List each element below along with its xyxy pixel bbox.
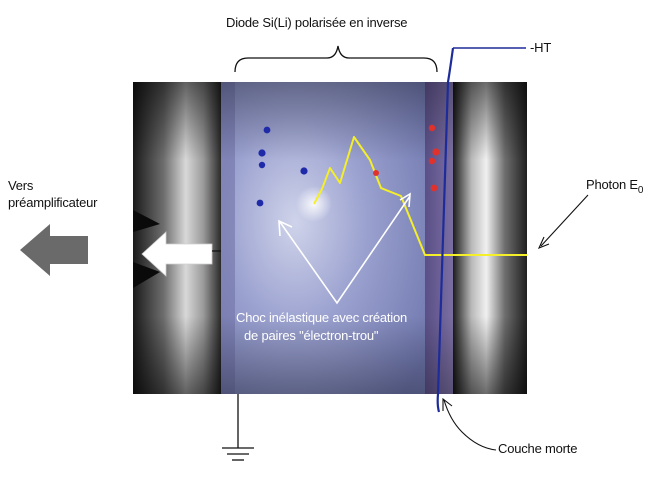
electron-dots [256, 126, 308, 207]
photon-label-text: Photon E [586, 177, 638, 192]
output-label-line1: Vers [8, 178, 34, 193]
output-label-line2: préamplificateur [8, 195, 98, 210]
diode-bracket [234, 45, 438, 73]
collision-label-line2: de paires "électron-trou" [244, 328, 379, 343]
collision-label-line1: Choc inélastique avec création [236, 310, 408, 325]
ground-symbol-icon [222, 447, 254, 461]
hole-dots [373, 124, 440, 192]
photon-label-subscript: 0 [637, 185, 644, 196]
left-notch-top [133, 210, 160, 232]
dead-layer-label: Couche morte [498, 441, 578, 456]
diode-title-label: Diode Si(Li) polarisée en inverse [226, 15, 408, 30]
dead-layer-pointer [443, 399, 497, 451]
left-notch-bottom [133, 262, 160, 288]
left-arrow-icon [20, 224, 88, 276]
photon-pointer [540, 194, 589, 247]
photon-track [313, 136, 527, 256]
photon-label: Photon E0 [586, 177, 643, 196]
high-voltage-label: -HT [530, 40, 552, 55]
high-voltage-wire [436, 47, 455, 413]
collision-arrows [278, 192, 411, 305]
white-arrow-icon [141, 231, 213, 277]
